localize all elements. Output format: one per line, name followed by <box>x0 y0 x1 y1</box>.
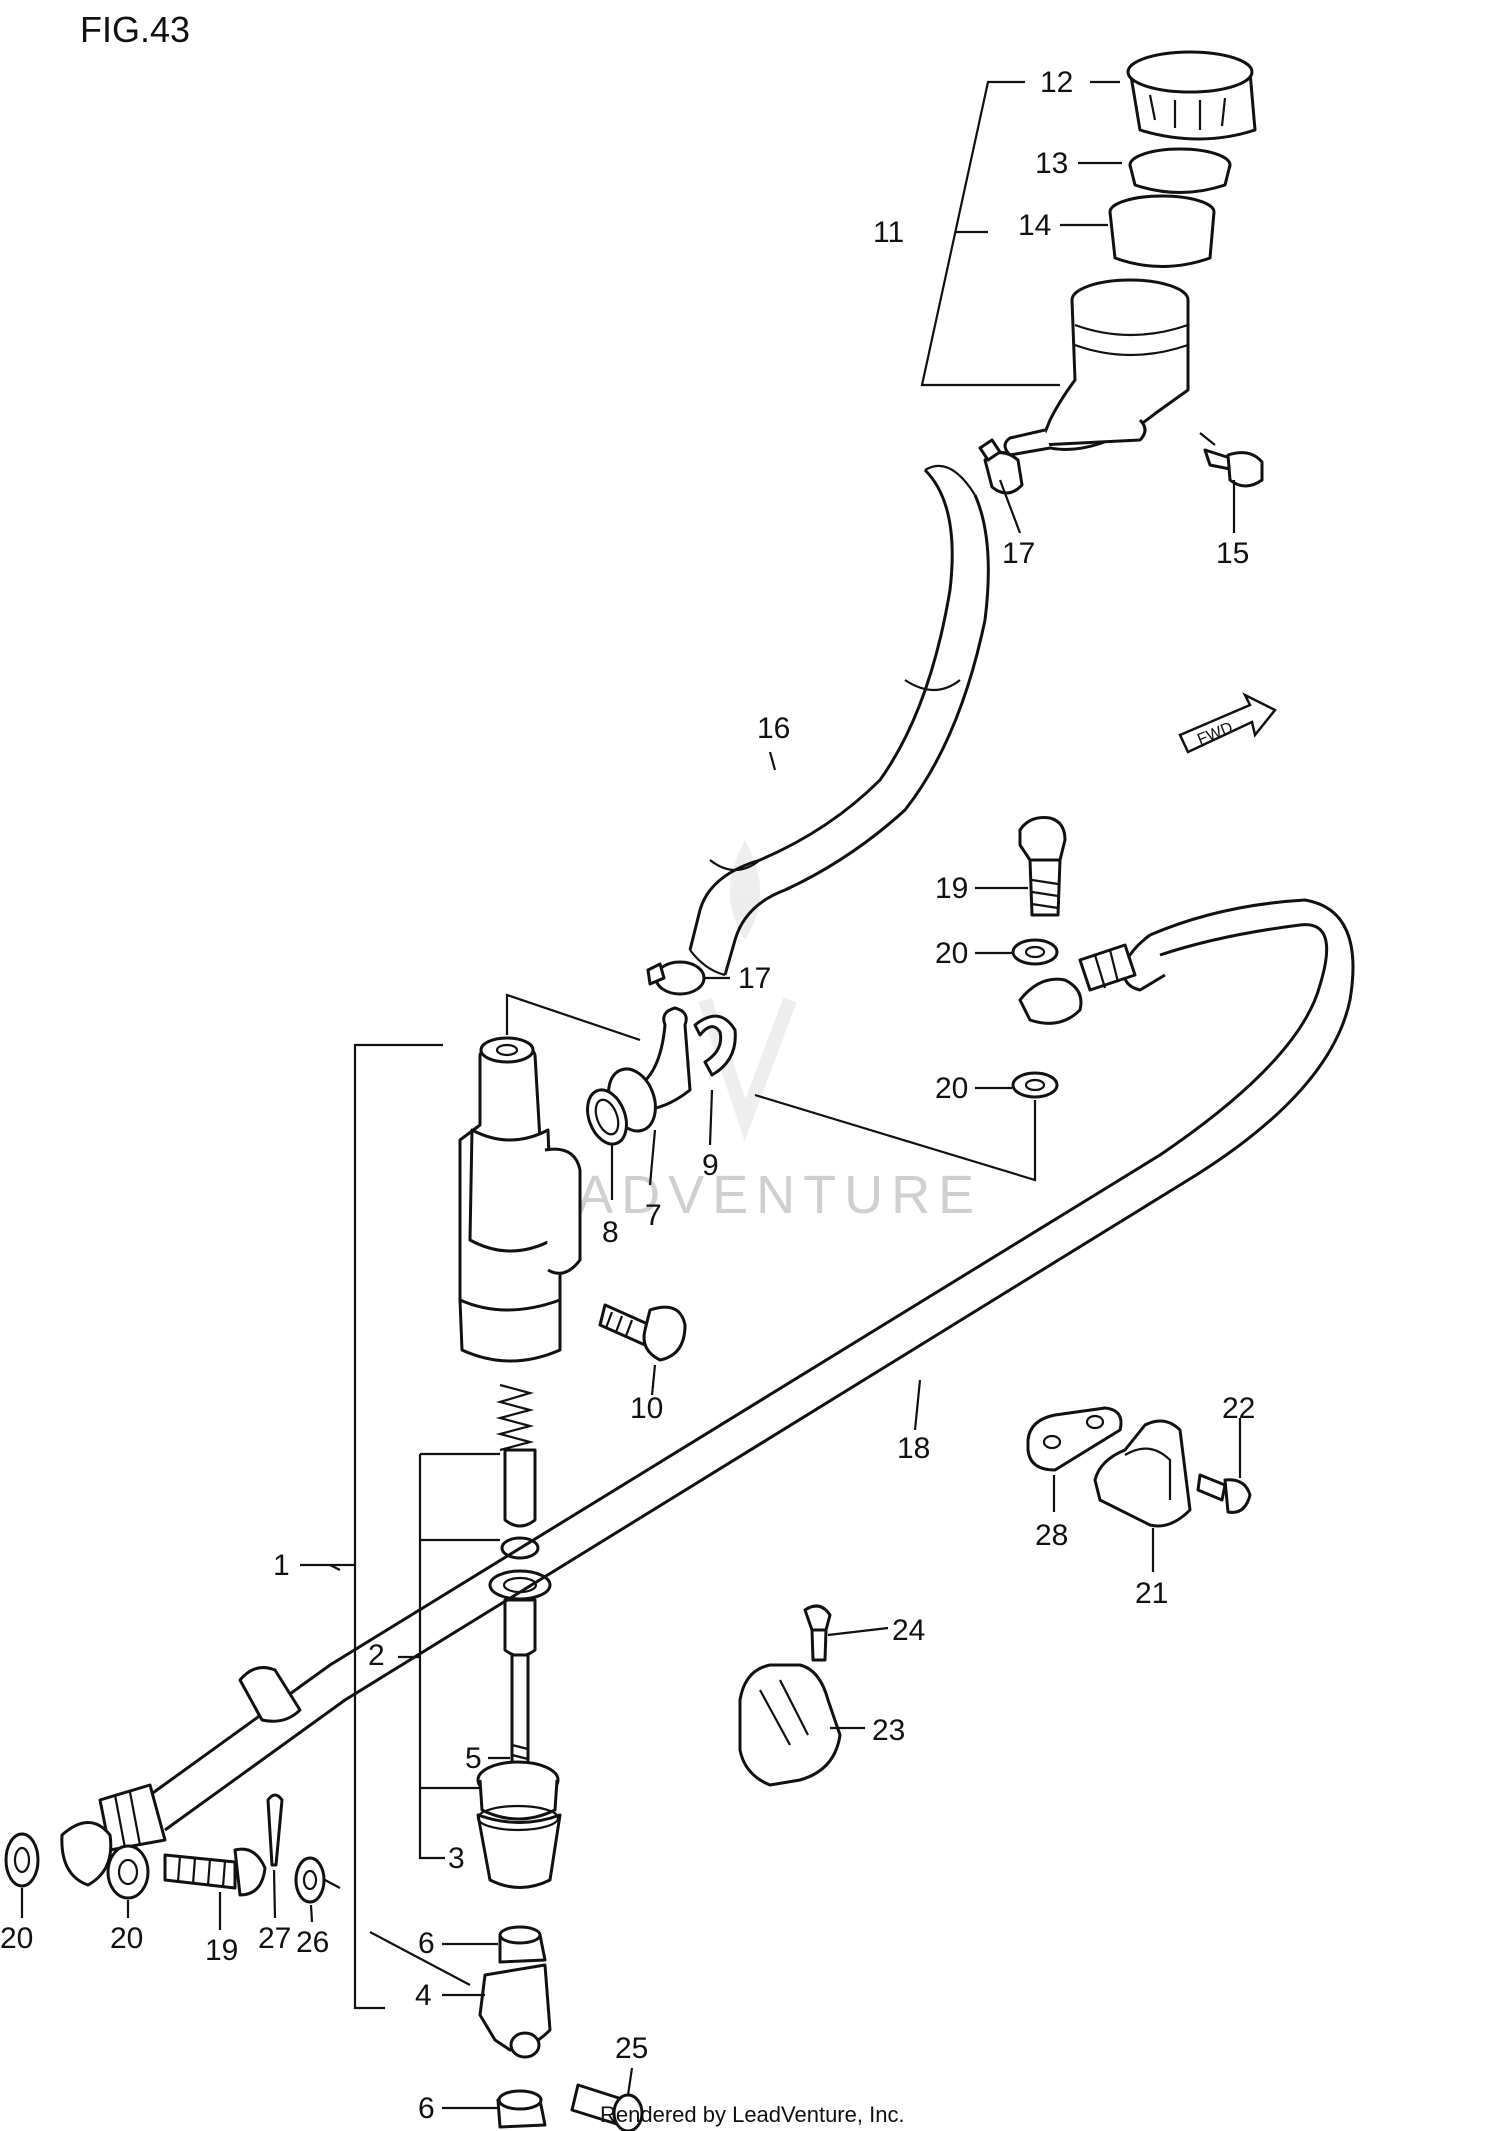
callout-20-upper-a: 20 <box>935 937 968 970</box>
callout-1: 1 <box>273 1549 290 1582</box>
callouts: 1 2 3 4 5 6 6 7 8 9 10 11 12 13 14 15 16… <box>0 66 1255 2125</box>
lock-nut-lower <box>496 2089 547 2129</box>
callout-14: 14 <box>1018 209 1051 242</box>
callout-20-lower-a: 20 <box>0 1922 33 1955</box>
master-cylinder-body <box>458 1036 582 1363</box>
o-ring <box>586 1088 628 1146</box>
lock-nut-upper <box>498 1925 547 1964</box>
bracket <box>1093 1419 1192 1528</box>
mounting-plate <box>1026 1406 1123 1472</box>
figure-title: FIG.43 <box>80 9 190 50</box>
banjo-bolt-upper <box>1018 816 1067 917</box>
callout-11: 11 <box>873 216 904 249</box>
callout-24: 24 <box>892 1614 925 1647</box>
callout-22: 22 <box>1222 1392 1255 1425</box>
bracket-screw <box>1196 1473 1252 1514</box>
callout-19-lower: 19 <box>205 1934 238 1967</box>
callout-4: 4 <box>415 1979 432 2012</box>
callout-10: 10 <box>630 1392 663 1425</box>
callout-20-lower-b: 20 <box>110 1922 143 1955</box>
washer-upper-a <box>1011 938 1059 966</box>
dust-boot <box>476 1804 562 1889</box>
callout-8: 8 <box>602 1216 619 1249</box>
callout-6-lower: 6 <box>418 2092 435 2125</box>
callout-3: 3 <box>448 1842 465 1875</box>
callout-17-lower: 17 <box>738 962 771 995</box>
hose-guide <box>738 1663 842 1787</box>
footer-credit: Rendered by LeadVenture, Inc. <box>600 2102 905 2127</box>
hose-clamp-lower <box>646 960 706 996</box>
banjo-bolt-lower <box>163 1847 267 1897</box>
callout-15: 15 <box>1216 537 1249 570</box>
cylinder-mount-bolt <box>598 1303 687 1362</box>
reservoir-body <box>1038 278 1190 451</box>
callout-9: 9 <box>702 1149 719 1182</box>
callout-25: 25 <box>615 2032 648 2065</box>
reservoir-outlet-nipple <box>1003 428 1051 457</box>
callout-27: 27 <box>258 1922 291 1955</box>
callout-19-upper: 19 <box>935 872 968 905</box>
brake-hose <box>60 898 1355 1887</box>
callout-7: 7 <box>645 1199 662 1232</box>
reservoir-hose <box>688 464 990 977</box>
fitting-clip <box>693 1014 737 1077</box>
hose-clamp-upper <box>978 438 1024 495</box>
fwd-arrow-icon: FWD <box>1178 692 1277 754</box>
boot-retainer <box>476 1760 560 1821</box>
reservoir-diaphragm-plate <box>1128 147 1232 194</box>
callout-21: 21 <box>1135 1577 1168 1610</box>
callout-6-upper: 6 <box>418 1927 435 1960</box>
piston-set <box>488 1448 552 1658</box>
cotter-pin <box>266 1793 284 1867</box>
callout-23: 23 <box>872 1714 905 1747</box>
hose-fitting <box>607 1006 692 1133</box>
callout-5: 5 <box>465 1742 482 1775</box>
washer-upper-b <box>1011 1071 1059 1099</box>
washer-lower-a <box>4 1832 40 1888</box>
callout-20-upper-b: 20 <box>935 1072 968 1105</box>
callout-12: 12 <box>1040 66 1073 99</box>
callout-17-upper: 17 <box>1002 537 1035 570</box>
callout-18: 18 <box>897 1432 930 1465</box>
guide-screw <box>803 1604 832 1662</box>
reservoir-mount-screw <box>1203 448 1264 488</box>
leader-lines <box>20 80 1242 2110</box>
callout-28: 28 <box>1035 1519 1068 1552</box>
callout-26: 26 <box>296 1926 329 1959</box>
reservoir-cap <box>1126 50 1257 141</box>
reservoir-diaphragm <box>1108 194 1216 268</box>
washer-lower-b <box>106 1844 150 1900</box>
callout-16: 16 <box>757 712 790 745</box>
washer-lower-c <box>294 1856 326 1904</box>
callout-2: 2 <box>368 1639 385 1672</box>
callout-13: 13 <box>1035 147 1068 180</box>
return-spring <box>495 1383 535 1452</box>
clevis <box>478 1963 552 2059</box>
